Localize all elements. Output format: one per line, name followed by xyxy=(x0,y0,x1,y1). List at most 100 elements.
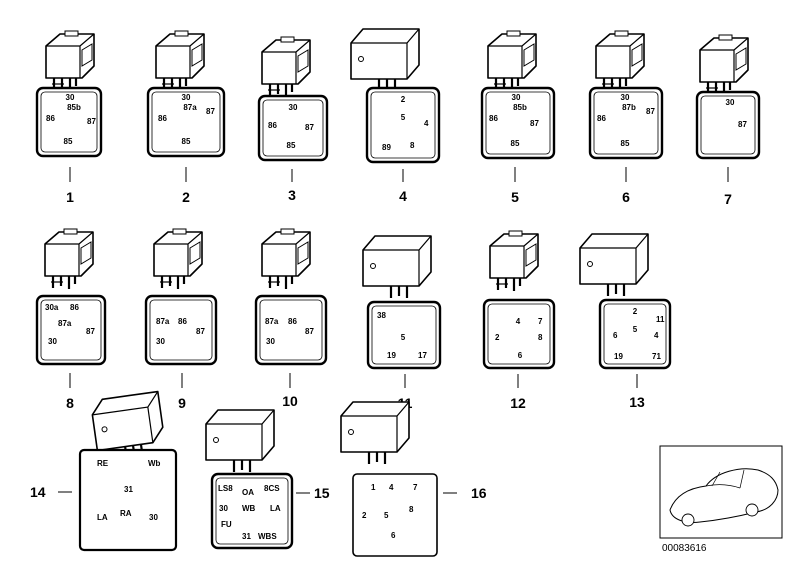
pin-label: 86 xyxy=(268,121,277,130)
pin-label: 85 xyxy=(511,139,520,148)
pin-layout-frame xyxy=(598,298,672,370)
relay-body xyxy=(204,408,276,474)
pin-label: 8CS xyxy=(264,484,280,493)
pin-layout-frame xyxy=(144,294,218,366)
relay-body xyxy=(44,29,96,93)
relay-body xyxy=(349,27,421,93)
pin-layout-frame xyxy=(480,86,556,160)
relay-item-13: 2 11 5 6 4 19 71 13 xyxy=(578,232,672,410)
pin-layout-frame xyxy=(35,294,107,366)
pin-layout-frame xyxy=(695,90,761,160)
pin-label: 31 xyxy=(124,485,133,494)
item-number: 5 xyxy=(511,189,519,205)
pin-label: 87 xyxy=(530,119,539,128)
pin-label: 30a xyxy=(45,303,59,312)
relay-item-6: 30 87b 86 87 85 6 xyxy=(588,29,664,205)
pin-label: 38 xyxy=(377,311,386,320)
pin-label: Wb xyxy=(148,459,161,468)
item-number: 12 xyxy=(510,395,526,411)
item-number: 2 xyxy=(182,189,190,205)
pin-label: 6 xyxy=(518,351,523,360)
pin-label: 30 xyxy=(289,103,298,112)
pin-label: OA xyxy=(242,488,254,497)
pin-label: 87a xyxy=(183,103,197,112)
pin-label: 86 xyxy=(178,317,187,326)
pin-layout-frame xyxy=(365,86,441,164)
relay-body xyxy=(488,229,540,293)
pin-layout-frame xyxy=(146,86,226,158)
relay-body xyxy=(698,33,750,97)
pin-label: 4 xyxy=(389,483,394,492)
item-number: 6 xyxy=(622,189,630,205)
item-number: 16 xyxy=(471,485,487,501)
pin-label: 19 xyxy=(387,351,396,360)
pin-label: 8 xyxy=(410,141,415,150)
pin-label: 30 xyxy=(156,337,165,346)
pin-layout-frame xyxy=(257,94,329,162)
pin-label: 11 xyxy=(656,315,665,324)
pin-label: WB xyxy=(242,504,256,513)
pin-label: 30 xyxy=(182,93,191,102)
pin-label: 85 xyxy=(182,137,191,146)
pin-label: 4 xyxy=(424,119,429,128)
pin-label: 87 xyxy=(646,107,655,116)
relay-item-4: 2 5 4 89 8 4 xyxy=(349,27,441,204)
pin-label: 86 xyxy=(489,114,498,123)
pin-label: 6 xyxy=(391,531,396,540)
pin-layout-frame xyxy=(352,473,438,557)
pin-label: 87 xyxy=(206,107,215,116)
pin-label: 19 xyxy=(614,352,623,361)
item-number: 10 xyxy=(282,393,298,409)
relay-item-5: 30 85b 86 87 85 5 xyxy=(480,29,556,205)
pin-label: 30 xyxy=(726,98,735,107)
pin-label: 87 xyxy=(305,123,314,132)
item-number: 1 xyxy=(66,189,74,205)
relay-item-3: 30 86 87 85 3 xyxy=(257,35,329,203)
pin-label: 30 xyxy=(66,93,75,102)
pin-label: 87 xyxy=(87,117,96,126)
pin-label: 87b xyxy=(622,103,636,112)
pin-label: 8 xyxy=(409,505,414,514)
pin-label: 86 xyxy=(158,114,167,123)
relay-item-7: 30 87 7 xyxy=(695,33,761,207)
pin-label: 2 xyxy=(362,511,367,520)
pin-label: 5 xyxy=(401,333,406,342)
relay-item-12: 4 7 2 8 6 12 xyxy=(482,229,556,411)
relay-item-11: 38 5 19 17 11 xyxy=(361,234,442,411)
relay-body xyxy=(260,35,312,99)
pin-label: 87 xyxy=(305,327,314,336)
pin-label: WBS xyxy=(258,532,277,541)
item-number: 3 xyxy=(288,187,296,203)
item-number: 9 xyxy=(178,395,186,411)
pin-label: 1 xyxy=(371,483,376,492)
relay-item-1: 30 85b 86 87 85 1 xyxy=(35,29,103,205)
pin-label: 30 xyxy=(149,513,158,522)
pin-label: 30 xyxy=(219,504,228,513)
pin-label: 30 xyxy=(266,337,275,346)
pin-layout-frame xyxy=(588,86,664,160)
pin-layout-frame xyxy=(254,294,328,366)
pin-label: 2 xyxy=(401,95,406,104)
pin-layout-frame xyxy=(210,472,294,550)
relay-body xyxy=(260,227,312,291)
pin-label: 2 xyxy=(495,333,500,342)
pin-label: LA xyxy=(270,504,281,513)
item-number: 15 xyxy=(314,485,330,501)
item-number: 14 xyxy=(30,484,46,500)
pin-layout-frame xyxy=(78,448,178,552)
pin-label: 87 xyxy=(196,327,205,336)
pin-label: 86 xyxy=(70,303,79,312)
relay-item-16: 1 4 7 2 5 8 6 16 xyxy=(339,400,487,557)
pin-label: 86 xyxy=(288,317,297,326)
relay-body xyxy=(339,400,411,466)
pin-label: 85b xyxy=(67,103,81,112)
relay-body xyxy=(154,29,206,93)
pin-label: 87 xyxy=(86,327,95,336)
pin-label: 2 xyxy=(633,307,638,316)
relay-body xyxy=(578,232,650,298)
relay-body xyxy=(152,227,204,291)
pin-label: 8 xyxy=(538,333,543,342)
pin-label: 31 xyxy=(242,532,251,541)
pin-label: LS8 xyxy=(218,484,233,493)
